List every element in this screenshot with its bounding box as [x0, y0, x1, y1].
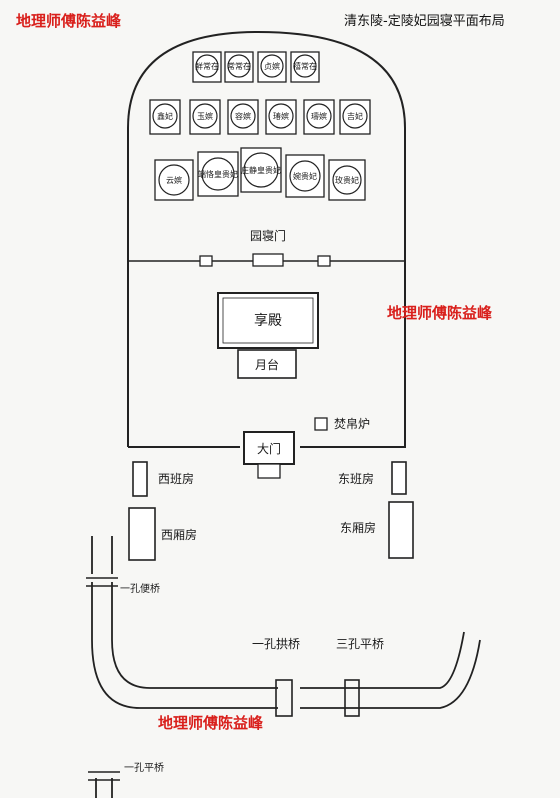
tomb-label: 庄静皇贵妃 [241, 165, 281, 175]
garden-gate-label: 园寝门 [250, 228, 286, 243]
bridge-three-hole-flat [344, 679, 360, 717]
watermark: 地理师傅陈益峰 [158, 714, 264, 732]
tomb-label: 吉妃 [347, 111, 363, 121]
tomb-label: 鲜常在 [195, 61, 219, 71]
bridge-arch-label: 一孔拱桥 [252, 637, 300, 651]
bridge-one-hole-convenience [86, 577, 118, 587]
tomb-row-2 [149, 99, 371, 135]
hall [217, 292, 319, 349]
road-east [300, 631, 481, 709]
tomb-label: 瑃嫔 [273, 111, 289, 121]
side-door-right [317, 255, 331, 267]
tomb-label: 容嫔 [235, 111, 251, 121]
page-title: 清东陵-定陵妃园寝平面布局 [344, 14, 505, 29]
bridge-three-hole-label: 三孔平桥 [336, 637, 384, 651]
tomb-label: 禧常在 [293, 61, 317, 71]
west-wing-room [128, 507, 156, 561]
east-duty-label: 东班房 [338, 471, 374, 486]
tomb-label: 鑫妃 [157, 111, 173, 121]
tomb-row-3 [154, 147, 366, 201]
bridge-one-flat-label: 一孔平桥 [124, 762, 164, 774]
east-duty-room [391, 461, 407, 495]
tomb-label: 玫贵妃 [335, 175, 359, 185]
tomb-row-1 [192, 51, 320, 83]
west-wing-label: 西厢房 [161, 527, 197, 542]
platform-label: 月台 [255, 357, 279, 372]
tomb-label: 端恪皇贵妃 [198, 169, 238, 179]
main-gate [243, 431, 295, 465]
platform [237, 349, 297, 379]
tomb-label: 婉贵妃 [293, 171, 317, 181]
garden-gate [252, 253, 284, 267]
hall-label: 享殿 [254, 312, 282, 329]
tomb-label: 璹嫔 [311, 111, 327, 121]
burner [314, 417, 328, 431]
road-outline [91, 582, 278, 709]
tomb-label: 常常在 [227, 61, 251, 71]
bridge-convenience-label: 一孔便桥 [120, 582, 160, 595]
west-duty-room [132, 461, 148, 497]
side-door-left [199, 255, 213, 267]
watermark: 地理师傅陈益峰 [387, 304, 493, 322]
main-gate-label: 大门 [257, 441, 281, 456]
watermark: 地理师傅陈益峰 [16, 12, 122, 30]
bridge-one-hole-flat [88, 771, 120, 781]
compound-wall [127, 30, 406, 448]
east-wing-label: 东厢房 [340, 520, 376, 535]
bridge-one-hole-arch [275, 679, 293, 717]
east-wing-room [388, 501, 414, 559]
tomb-label: 玉嫔 [197, 111, 213, 121]
west-duty-label: 西班房 [158, 471, 194, 486]
tomb-label: 贞嫔 [264, 61, 280, 71]
tomb-label: 云嫔 [166, 175, 182, 185]
burner-label: 焚帛炉 [334, 417, 370, 431]
main-gate-step [257, 463, 281, 479]
hall-inner [222, 297, 314, 344]
